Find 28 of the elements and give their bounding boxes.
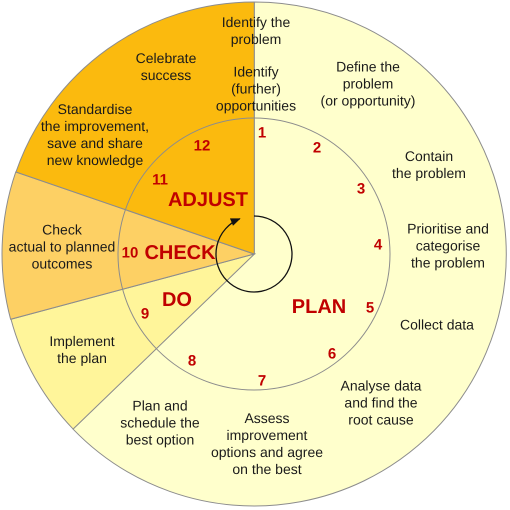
step-number: 4 (374, 238, 382, 252)
step-description: Implement the plan (49, 332, 115, 366)
step-description: Check actual to planned outcomes (8, 222, 116, 272)
phase-title: ADJUST (168, 190, 248, 210)
step-number: 5 (366, 300, 374, 316)
cycle-sector (1, 170, 255, 320)
step-number: 12 (194, 138, 210, 154)
step-number: 9 (140, 306, 150, 322)
step-description: Celebrate success (136, 50, 196, 84)
phase-title: DO (162, 290, 192, 310)
step-number: 3 (356, 182, 366, 196)
phase-title: PLAN (292, 297, 346, 317)
step-number: 10 (122, 246, 138, 260)
step-description: Standardise the improvement, save and share new knowledge (40, 101, 150, 169)
step-description: Contain the problem (392, 148, 466, 182)
step-description: Prioritise and categorise the problem (407, 220, 489, 272)
step-number: 7 (258, 374, 266, 388)
phase-title: CHECK (144, 242, 216, 263)
step-description: Define the problem (or opportunity) (320, 58, 416, 110)
step-description: Plan and schedule the best option (120, 398, 200, 448)
step-description: Assess improvement options and agree on the best (210, 410, 324, 478)
step-description: Analyse data and find the root cause (340, 378, 422, 428)
step-number: 1 (258, 126, 266, 140)
step-number: 6 (328, 346, 336, 362)
step-number: 8 (188, 354, 196, 368)
step-number: 11 (152, 172, 168, 188)
step-description: Collect data (400, 316, 474, 334)
step-number: 2 (312, 140, 322, 156)
